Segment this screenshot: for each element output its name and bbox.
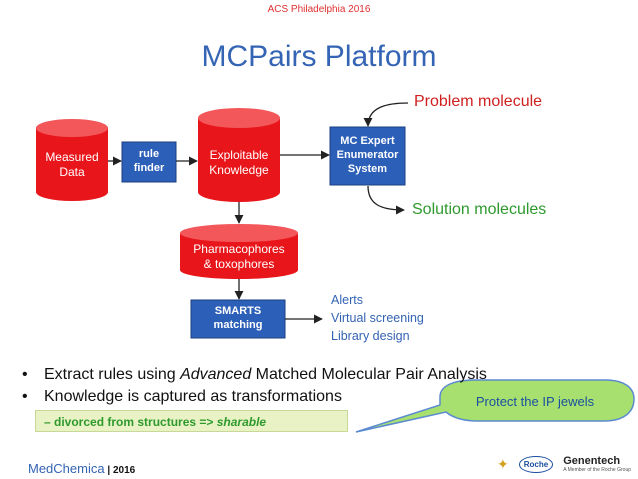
callout-text: Protect the IP jewels [475,394,595,409]
use-item-library-design: Library design [331,329,410,343]
rule-finder-box [121,141,177,183]
sub-bullet: – divorced from structures => sharable [35,410,348,432]
bullet-item: • Knowledge is captured as transformatio… [22,388,342,405]
mc-expert-box [329,126,406,186]
slide-title: MCPairs Platform [201,40,437,73]
bullet-glyph: • [22,388,28,405]
solution-molecules-label: Solution molecules [412,201,547,218]
use-list: Alerts Virtual screening Library design [331,291,424,345]
measured-data-cylinder [36,119,108,201]
conference-label: ACS Philadelphia 2016 [267,4,371,15]
use-item-alerts: Alerts [331,293,363,307]
pharmacophores-cylinder [180,224,298,279]
medchemica-logo: MedChemica [28,461,105,476]
footer-brand: MedChemica | 2016 [28,461,136,476]
problem-molecule-label: Problem molecule [414,93,543,110]
footer-year: 2016 [112,465,136,476]
smarts-box [190,299,286,339]
mc-expert-label: MC Expert Enumerator System [336,135,399,175]
pharmacophores-label: Pharmacophores & toxophores [193,242,285,271]
bullet-list: • Extract rules using Advanced Matched M… [22,366,487,410]
roche-logo: Roche [518,455,554,473]
arrow-problem-to-expert [363,102,409,127]
chugai-logo-icon: ✦ [497,455,509,472]
rule-finder-label: rule finder [133,148,165,174]
smarts-matching-label: SMARTS matching [213,305,263,331]
bullet-glyph: • [22,366,28,383]
use-item-virtual-screening: Virtual screening [331,311,424,325]
measured-data-label: Measured Data [45,150,99,179]
callout-bubble [355,379,635,433]
exploitable-knowledge-cylinder [198,108,280,202]
exploitable-knowledge-label: Exploitable Knowledge [209,148,269,177]
arrow-expert-to-solution [367,185,405,215]
bullet-item: • Extract rules using Advanced Matched M… [22,366,487,383]
